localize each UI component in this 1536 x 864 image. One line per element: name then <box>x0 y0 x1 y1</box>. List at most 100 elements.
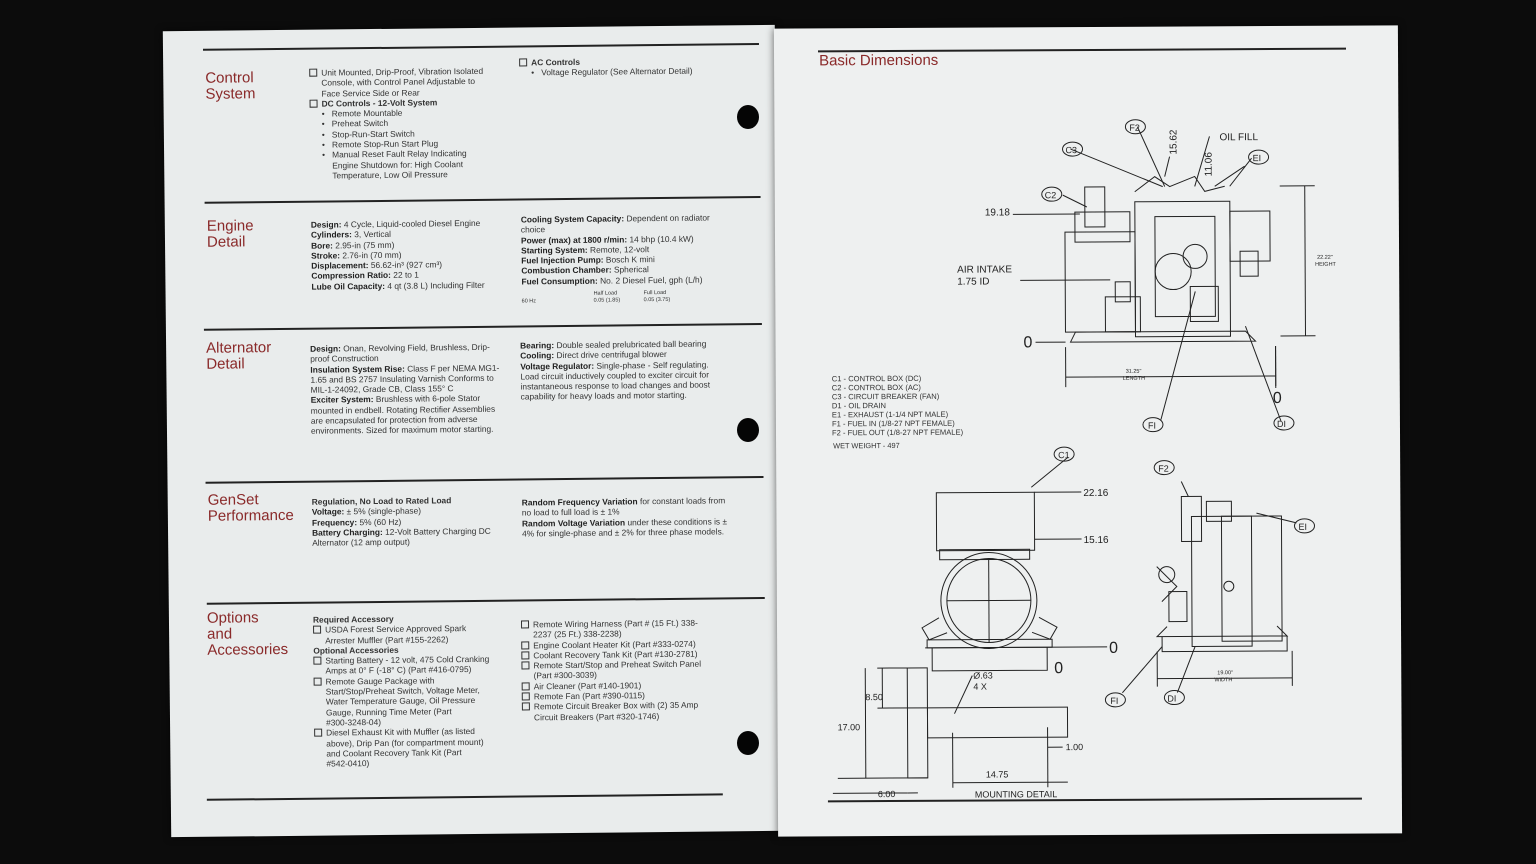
oil-fill-label: OIL FILL <box>1219 132 1258 143</box>
right-page: Basic Dimensions <box>773 25 1403 837</box>
checkbox-icon <box>309 99 318 108</box>
checkbox-icon <box>520 620 530 629</box>
spec-key: Design: <box>310 343 341 354</box>
spec-item: Random Frequency Variation for constant … <box>522 495 728 518</box>
spec-key: Cooling: <box>520 350 555 361</box>
spec-item: Design: Onan, Revolving Field, Brushless… <box>310 342 506 365</box>
callout-label: C2 <box>1045 190 1057 200</box>
list-item: Unit Mounted, Drip-Proof, Vibration Isol… <box>309 66 509 99</box>
spec-key: Stroke: <box>311 250 341 261</box>
callout-f2-top <box>1124 119 1146 135</box>
callout-c3 <box>1062 141 1084 157</box>
dim-hole-count: 4 X <box>973 682 987 692</box>
spec-value: ± 5% (single-phase) <box>346 505 422 517</box>
spec-item: Battery Charging: 12-Volt Battery Chargi… <box>312 526 508 549</box>
checkbox-icon <box>519 58 528 67</box>
spec-value: 3, Vertical <box>354 229 392 240</box>
line-text: Voltage Regulator (See Alternator Detail… <box>541 65 693 78</box>
dim-22-16: 22.16 <box>1083 488 1109 499</box>
dim-14-75: 14.75 <box>986 769 1009 779</box>
spec-key: Random Frequency Variation <box>521 496 638 508</box>
list-item: Diesel Exhaust Kit with Muffler (as list… <box>314 726 514 769</box>
dim-width-label: WIDTH <box>1214 677 1232 683</box>
spec-value: No. 2 Diesel Fuel, gph (L/h) <box>600 274 703 286</box>
spec-key: Fuel Consumption: <box>521 275 598 287</box>
spec-item: Voltage Regulator: Single-phase - Self r… <box>520 359 716 402</box>
checkbox-icon <box>309 68 318 77</box>
spec-key: Displacement: <box>311 260 369 271</box>
bullet-item: Voltage Regulator (See Alternator Detail… <box>519 66 729 78</box>
engine-side-view <box>1012 126 1316 422</box>
spec-value: 56.62-in³ (927 cm³) <box>370 259 443 271</box>
spec-key: Voltage Regulator: <box>520 360 595 372</box>
dim-6-00: 6.00 <box>878 789 896 799</box>
spec-item: Insulation System Rise: Class F per NEMA… <box>310 362 506 395</box>
mounting-detail <box>832 667 1069 794</box>
dim-17-00: 17.00 <box>838 722 861 732</box>
callout-label: DI <box>1277 419 1286 429</box>
fuel-consumption-table: Half Load Full Load 60 Hz 0.05 (1.85) 0.… <box>521 289 671 305</box>
spec-item: Exciter System: Brushless with 6-pole St… <box>311 393 507 436</box>
dim-15-62: 15.62 <box>1168 129 1179 155</box>
dim-length-label: LENGTH <box>1123 376 1145 382</box>
callout-f2-rear <box>1153 460 1175 476</box>
spec-item: Random Voltage Variation under these con… <box>522 516 728 539</box>
engine-rear-view <box>1121 481 1297 694</box>
dim-8-50: 8.50 <box>865 692 883 702</box>
spec-value: 5% (60 Hz) <box>359 516 402 527</box>
spec-key: Bore: <box>310 240 333 251</box>
spec-key: Fuel Injection Pump: <box>521 254 604 266</box>
checkbox-icon <box>313 677 322 686</box>
dimension-drawings: F2 C3 EI C2 FI DI C1 F2 EI FI DI 15.62 1… <box>832 119 1337 800</box>
legend-item: F2 - FUEL OUT (1/8-27 NPT FEMALE) <box>831 427 964 438</box>
options-col2: Remote Wiring Harness (Part # (15 Ft.) 3… <box>520 617 736 723</box>
callout-f1-side <box>1142 417 1164 433</box>
alternator-detail-col1: Design: Onan, Revolving Field, Brushless… <box>310 342 507 437</box>
spec-value: 2.95-in (75 mm) <box>335 239 395 251</box>
list-item: Remote Circuit Breaker Box with (2) 35 A… <box>521 700 736 723</box>
callout-c2 <box>1041 186 1063 202</box>
callout-label: DI <box>1167 694 1176 704</box>
binder-hole <box>737 731 759 755</box>
spec-key: Cylinders: <box>310 229 352 240</box>
spec-value: Spherical <box>613 264 649 275</box>
callout-label: FI <box>1110 696 1118 706</box>
checkbox-icon <box>314 728 323 737</box>
dim-11-06: 11.06 <box>1204 152 1215 177</box>
callout-label: EI <box>1298 522 1307 532</box>
alternator-front-view <box>921 456 1108 672</box>
spec-item: Cooling System Capacity: Dependent on ra… <box>521 212 733 235</box>
spec-key: Insulation System Rise: <box>310 363 405 375</box>
spec-key: Frequency: <box>311 516 358 528</box>
dim-height-label: HEIGHT <box>1315 262 1336 268</box>
callout-label: C3 <box>1066 145 1078 155</box>
spec-item: Fuel Consumption: No. 2 Diesel Fuel, gph… <box>521 274 733 287</box>
spec-value: 4 qt (3.8 L) Including Filter <box>387 279 485 291</box>
zero-mark: 0 <box>1023 334 1032 351</box>
air-intake-size: 1.75 ID <box>957 277 989 288</box>
section-rule <box>206 596 765 605</box>
binder-hole <box>737 418 759 442</box>
dim-15-16: 15.16 <box>1084 535 1110 546</box>
genset-performance-col2: Random Frequency Variation for constant … <box>522 495 728 538</box>
spec-value: Remote, 12-volt <box>589 244 650 255</box>
spec-value: Bosch K mini <box>605 254 655 265</box>
control-system-col2: AC ControlsVoltage Regulator (See Altern… <box>519 55 729 78</box>
spec-value: 4 Cycle, Liquid-cooled Diesel Engine <box>343 217 481 230</box>
line-text: Arrester Muffler (Part #155-2262) <box>325 633 449 646</box>
bullet-item: Manual Reset Fault Relay IndicatingEngin… <box>310 148 510 181</box>
spec-value: 14 bhp (10.4 kW) <box>629 233 694 244</box>
dim-19-18: 19.18 <box>985 207 1011 218</box>
mounting-detail-label: MOUNTING DETAIL <box>975 789 1057 799</box>
dim-height: 22.22" <box>1317 255 1333 261</box>
spec-key: Compression Ratio: <box>311 270 391 282</box>
dim-width: 19.00" <box>1217 670 1233 676</box>
list-item: Remote Wiring Harness (Part # (15 Ft.) 3… <box>520 617 735 640</box>
checkbox-icon <box>521 651 530 660</box>
checkbox-icon <box>313 656 322 665</box>
